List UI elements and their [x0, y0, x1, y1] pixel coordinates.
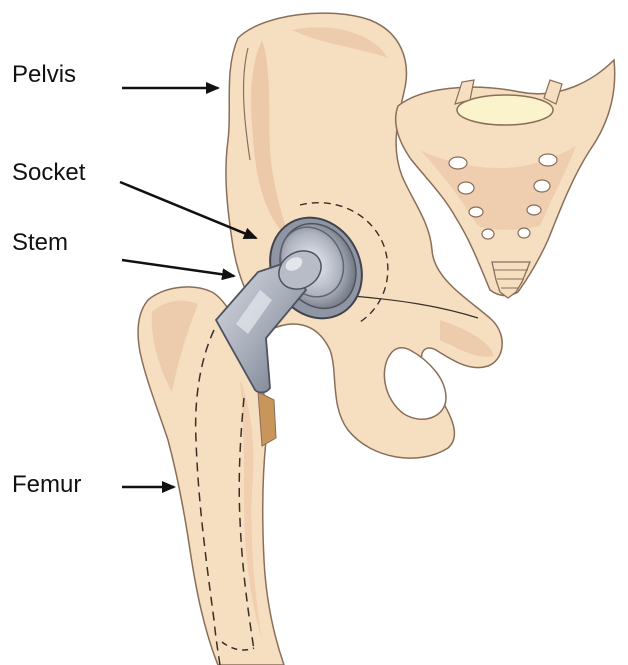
label-stem: Stem	[12, 229, 68, 256]
label-stem-group: Stem	[12, 229, 234, 276]
label-socket-group: Socket	[12, 159, 256, 238]
sacral-foramen-3l	[469, 207, 483, 217]
label-femur-group: Femur	[12, 471, 174, 498]
arrow-right-icon	[122, 260, 234, 276]
sacral-foramen-1r	[539, 154, 557, 166]
sacral-promontory	[457, 95, 553, 125]
sacral-foramen-2r	[534, 180, 550, 192]
sacral-foramen-4r	[518, 228, 530, 238]
label-pelvis-group: Pelvis	[12, 61, 218, 88]
label-socket: Socket	[12, 159, 86, 186]
sacral-foramen-4l	[482, 229, 494, 239]
sacral-foramen-2l	[458, 182, 474, 194]
label-femur: Femur	[12, 471, 81, 498]
sacral-foramen-3r	[527, 205, 541, 215]
label-pelvis: Pelvis	[12, 61, 76, 88]
sacral-foramen-1l	[449, 157, 467, 169]
